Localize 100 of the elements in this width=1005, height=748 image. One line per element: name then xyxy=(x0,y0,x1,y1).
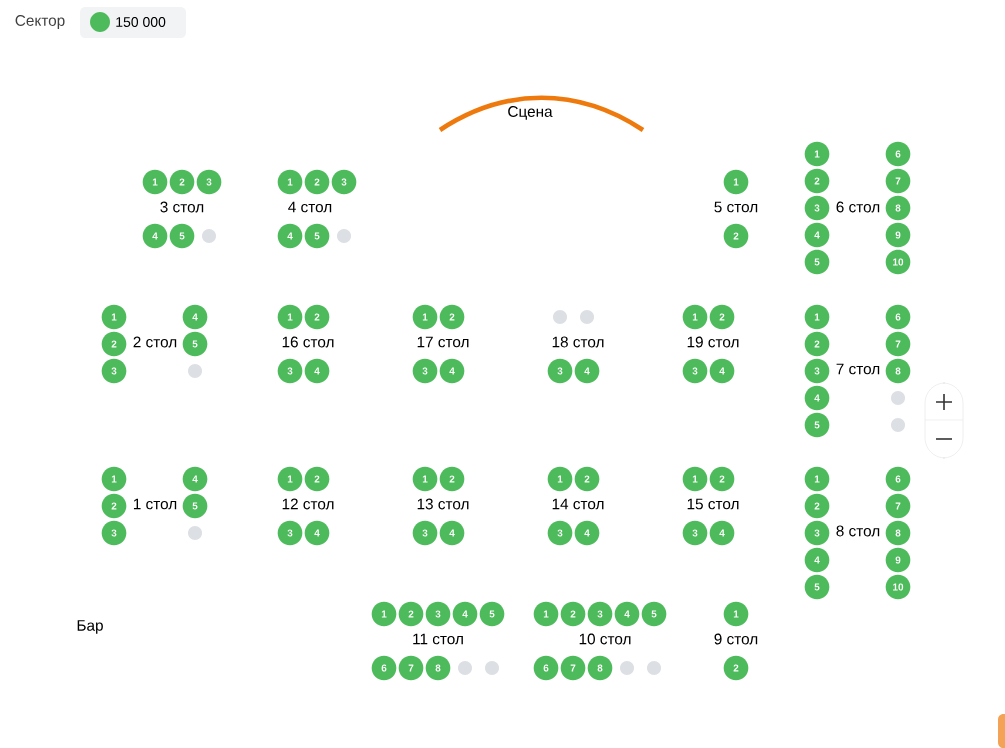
seat: 2 xyxy=(439,304,465,330)
seat: 2 xyxy=(439,466,465,492)
table-label: 7 стол xyxy=(836,363,880,375)
seat: 7 xyxy=(885,493,911,519)
seat: 3 xyxy=(277,520,303,546)
seat: 1 xyxy=(142,169,168,195)
empty-seat xyxy=(647,661,661,675)
seat: 5 xyxy=(641,601,667,627)
seat: 4 xyxy=(182,304,208,330)
seat: 10 xyxy=(885,574,911,600)
seat: 1 xyxy=(412,304,438,330)
bar-label: Бар xyxy=(77,620,103,634)
seat: 4 xyxy=(182,466,208,492)
seat: 1 xyxy=(682,466,708,492)
seat: 2 xyxy=(304,169,330,195)
empty-seat xyxy=(188,364,202,378)
seat: 4 xyxy=(804,547,830,573)
empty-seat xyxy=(891,391,905,405)
seat: 6 xyxy=(885,304,911,330)
table-label: 16 стол xyxy=(282,336,334,348)
seat: 3 xyxy=(804,195,830,221)
seat: 5 xyxy=(169,223,195,249)
seat: 8 xyxy=(885,358,911,384)
seat: 6 xyxy=(885,466,911,492)
table-label: 15 стол xyxy=(687,498,739,510)
seat: 2 xyxy=(804,493,830,519)
seat: 1 xyxy=(804,141,830,167)
table-label: 6 стол xyxy=(836,201,880,213)
empty-seat xyxy=(458,661,472,675)
seat: 4 xyxy=(709,358,735,384)
seat: 1 xyxy=(804,304,830,330)
legend-text: 150 000 xyxy=(116,17,166,27)
empty-seat xyxy=(485,661,499,675)
seat: 5 xyxy=(182,331,208,357)
seat: 1 xyxy=(533,601,559,627)
seat: 3 xyxy=(804,358,830,384)
seat: 1 xyxy=(804,466,830,492)
seat: 6 xyxy=(885,141,911,167)
seat: 4 xyxy=(304,358,330,384)
seat: 2 xyxy=(723,655,749,681)
seat: 1 xyxy=(682,304,708,330)
seat: 2 xyxy=(304,466,330,492)
table-label: 11 стол xyxy=(413,633,463,645)
seat: 7 xyxy=(885,331,911,357)
empty-seat xyxy=(620,661,634,675)
sector-label: Сектор xyxy=(15,15,65,29)
empty-seat xyxy=(580,310,594,324)
seat: 2 xyxy=(804,168,830,194)
seat: 1 xyxy=(723,601,749,627)
seat: 3 xyxy=(804,520,830,546)
seat: 2 xyxy=(398,601,424,627)
seat: 5 xyxy=(804,249,830,275)
seat: 1 xyxy=(277,466,303,492)
seat: 9 xyxy=(885,222,911,248)
table-label: 1 стол xyxy=(133,498,177,510)
seat: 6 xyxy=(371,655,397,681)
seat: 2 xyxy=(560,601,586,627)
seat: 1 xyxy=(277,304,303,330)
table-label: 5 стол xyxy=(714,201,758,213)
seat: 5 xyxy=(804,574,830,600)
seat: 3 xyxy=(277,358,303,384)
seat: 6 xyxy=(533,655,559,681)
seat: 4 xyxy=(804,385,830,411)
seat: 4 xyxy=(304,520,330,546)
table-label: 13 стол xyxy=(417,498,469,510)
seat: 4 xyxy=(439,358,465,384)
seat: 3 xyxy=(425,601,451,627)
seat: 1 xyxy=(547,466,573,492)
seat: 8 xyxy=(425,655,451,681)
seat: 2 xyxy=(574,466,600,492)
seat: 1 xyxy=(412,466,438,492)
seat: 7 xyxy=(885,168,911,194)
seat: 1 xyxy=(371,601,397,627)
seat: 2 xyxy=(804,331,830,357)
seat: 3 xyxy=(547,520,573,546)
table-label: 17 стол xyxy=(417,336,469,348)
seat: 7 xyxy=(398,655,424,681)
seat: 1 xyxy=(277,169,303,195)
seat: 3 xyxy=(682,520,708,546)
table-label: 19 стол xyxy=(687,336,739,348)
empty-seat xyxy=(188,526,202,540)
seat: 4 xyxy=(277,223,303,249)
seat: 3 xyxy=(412,520,438,546)
seat: 4 xyxy=(709,520,735,546)
seat: 4 xyxy=(142,223,168,249)
seat: 3 xyxy=(196,169,222,195)
stage-label: Сцена xyxy=(508,106,553,120)
seat: 8 xyxy=(885,195,911,221)
seat: 4 xyxy=(574,358,600,384)
seat: 3 xyxy=(101,358,127,384)
seat: 5 xyxy=(804,412,830,438)
table-label: 2 стол xyxy=(133,336,177,348)
seat: 2 xyxy=(169,169,195,195)
seat: 2 xyxy=(723,223,749,249)
seat: 9 xyxy=(885,547,911,573)
seat: 8 xyxy=(885,520,911,546)
seat: 1 xyxy=(101,466,127,492)
table-label: 12 стол xyxy=(282,498,334,510)
seat: 5 xyxy=(479,601,505,627)
seat: 4 xyxy=(452,601,478,627)
